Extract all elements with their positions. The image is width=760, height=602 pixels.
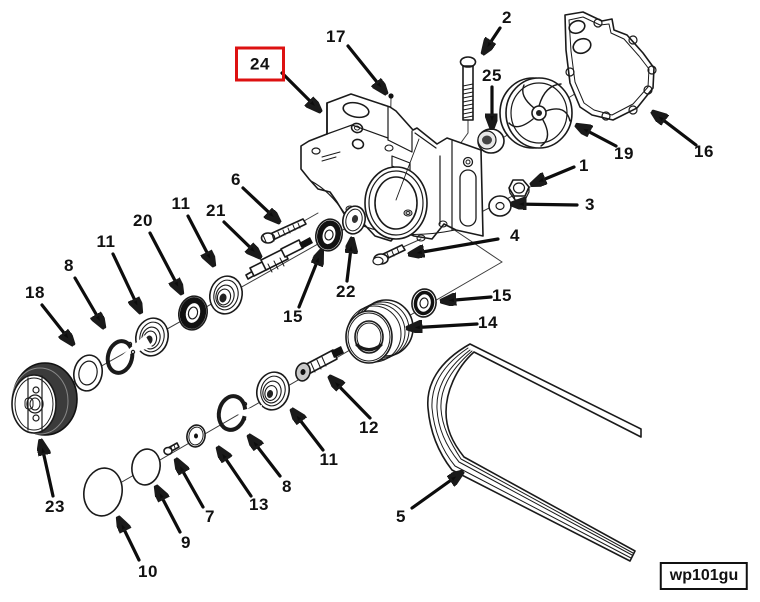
callout-20: 20 bbox=[133, 211, 153, 230]
callout-4: 4 bbox=[510, 226, 520, 245]
callout-19: 19 bbox=[614, 144, 634, 163]
callout-16: 16 bbox=[694, 142, 714, 161]
nut-part bbox=[488, 179, 530, 217]
callout-10: 10 bbox=[138, 562, 158, 581]
callout-24-highlight-box: 24 bbox=[235, 46, 285, 82]
callout-5: 5 bbox=[396, 507, 406, 526]
bolt-4-part bbox=[372, 244, 406, 266]
ring-9-part bbox=[131, 448, 161, 486]
callout-18: 18 bbox=[25, 283, 45, 302]
callout-25: 25 bbox=[482, 66, 502, 85]
snap-ring-8-b-part bbox=[216, 394, 262, 432]
figure-code-label: wp101gu bbox=[659, 562, 749, 590]
callout-1: 1 bbox=[579, 156, 589, 175]
callout-15-b: 15 bbox=[492, 286, 512, 305]
pulley-23-part bbox=[11, 362, 78, 436]
callout-23: 23 bbox=[45, 497, 65, 516]
callout-11-a: 11 bbox=[171, 194, 191, 213]
bolt-6-part bbox=[260, 218, 307, 244]
washer-13-part bbox=[186, 424, 206, 448]
callout-21: 21 bbox=[206, 201, 226, 220]
seal-20-part bbox=[178, 295, 208, 331]
callout-13: 13 bbox=[249, 495, 269, 514]
callout-11-b: 11 bbox=[96, 232, 116, 251]
callout-22: 22 bbox=[336, 282, 356, 301]
callout-15-a: 15 bbox=[283, 307, 303, 326]
ring-10-part bbox=[83, 467, 123, 517]
bearing-11-b-part bbox=[135, 317, 169, 357]
bolt-2-part bbox=[459, 56, 477, 121]
callout-14: 14 bbox=[478, 313, 498, 332]
washer-22-part bbox=[342, 205, 366, 235]
snap-ring-8-a-part bbox=[105, 335, 152, 375]
callout-8-a: 8 bbox=[64, 256, 74, 275]
gasket-part bbox=[564, 11, 657, 121]
washer-18-part bbox=[73, 354, 103, 392]
seal-15-right-part bbox=[411, 288, 437, 318]
shaft-12-part bbox=[295, 346, 344, 382]
callout-12: 12 bbox=[359, 418, 379, 437]
callout-9: 9 bbox=[181, 533, 191, 552]
housing-part bbox=[300, 93, 484, 242]
bearing-11-c-part bbox=[256, 371, 290, 411]
bushing-part bbox=[477, 128, 505, 154]
belt-part bbox=[427, 343, 642, 562]
seal-15-left-part bbox=[315, 218, 343, 252]
impeller-part bbox=[499, 77, 573, 149]
callout-arrows bbox=[41, 26, 698, 562]
callout-11-c: 11 bbox=[319, 450, 339, 469]
callout-6: 6 bbox=[231, 170, 241, 189]
callout-3: 3 bbox=[585, 195, 595, 214]
shaft-21-part bbox=[245, 237, 313, 280]
pulley-14-part bbox=[345, 299, 414, 364]
callout-17: 17 bbox=[326, 27, 346, 46]
bearing-11-a-part bbox=[209, 275, 243, 315]
callout-7: 7 bbox=[205, 507, 215, 526]
pin-17-dot bbox=[388, 93, 394, 99]
screw-7-part bbox=[163, 442, 180, 456]
callout-2: 2 bbox=[502, 8, 512, 27]
callout-24: 24 bbox=[250, 54, 270, 73]
callout-8-b: 8 bbox=[282, 477, 292, 496]
